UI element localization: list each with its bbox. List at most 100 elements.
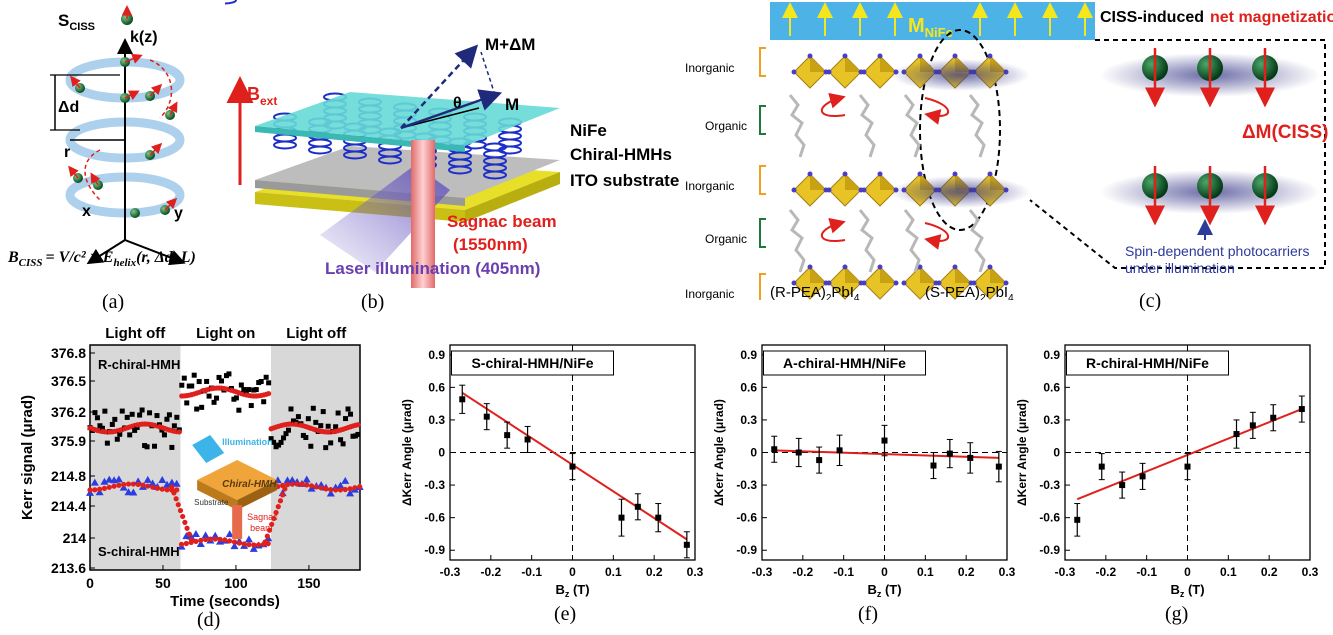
y-tick-label: -0.3: [736, 478, 757, 492]
title-box: [763, 350, 926, 376]
x-tick-label: -0.1: [833, 565, 854, 579]
s-smooth-point: [198, 537, 204, 543]
s-smooth-point: [313, 484, 319, 490]
data-point: [655, 514, 662, 521]
x-tick-label: 0.3: [687, 565, 704, 579]
x-tick-label: -0.1: [1136, 565, 1157, 579]
r-data-point: [137, 412, 143, 418]
s-smooth-point: [111, 483, 117, 489]
r-data-point: [295, 414, 301, 420]
s-smooth-point: [246, 542, 252, 548]
s-transition-point: [271, 515, 277, 522]
s-data-point: [211, 531, 220, 539]
octahedron: [791, 53, 829, 89]
s-transition-point: [264, 533, 270, 539]
data-point: [795, 449, 802, 456]
x-axis-label: Bz (T): [1170, 582, 1204, 599]
y-tick-label: -0.3: [424, 478, 445, 492]
s-smooth-point: [125, 481, 132, 487]
spin-note-2: under illumination: [1125, 260, 1235, 276]
octahedron: [971, 264, 1009, 300]
r-data-point: [233, 395, 239, 401]
s-data-point: [230, 542, 239, 550]
bext-label: Bext: [247, 84, 277, 108]
s-smooth-point: [116, 482, 122, 488]
r-data-point: [206, 393, 212, 399]
spin-arrows-c: [1145, 48, 1275, 226]
layer-labels: Inorganic Organic Inorganic Organic Inor…: [685, 61, 747, 300]
y-tick-label: 375.9: [51, 433, 86, 449]
ciss-induced-label: CISS-induced: [1100, 9, 1204, 26]
r-smooth-point: [355, 422, 361, 428]
organic-chain: [788, 94, 806, 158]
inset-substrate-label: Substrate: [194, 498, 229, 507]
y-tick-label: -0.9: [424, 543, 445, 557]
s-smooth-point: [212, 536, 218, 542]
s-smooth-point: [130, 481, 136, 487]
r-data-point: [191, 372, 197, 378]
r-data-point: [164, 416, 170, 422]
r-data-point: [124, 414, 130, 420]
s-transition-point: [262, 539, 268, 545]
r-smooth-point: [176, 429, 182, 435]
header-light-on: Light on: [196, 325, 255, 342]
s-data-point: [167, 478, 176, 486]
x-tick-label: 0: [1184, 565, 1191, 579]
y-tick-label: 0: [750, 446, 757, 460]
s-smooth-point: [159, 486, 165, 492]
octahedron: [826, 53, 864, 89]
x-tick-label: 0: [881, 565, 888, 579]
data-point: [459, 396, 466, 403]
organic-chain: [968, 209, 986, 273]
x-tick-label: -0.3: [752, 565, 773, 579]
s-smooth-point: [236, 540, 242, 546]
r-data-point: [139, 407, 145, 413]
m-arrow: [400, 89, 503, 130]
data-point: [1233, 431, 1240, 438]
net-mag-label: net magnetization: [1210, 9, 1333, 26]
spin-note-1: Spin-dependent photocarriers: [1125, 243, 1309, 259]
r-data-point: [236, 407, 242, 413]
r-data-point: [117, 431, 123, 437]
r-data-point: [171, 423, 177, 429]
x-tick-label: 0.2: [958, 565, 975, 579]
y-tick-label: 214.8: [51, 468, 86, 484]
inset-sagnac-1: Sagnac: [247, 512, 278, 522]
y-tick-label: -0.6: [1039, 511, 1060, 525]
fit-line: [774, 449, 999, 459]
data-point: [634, 503, 641, 510]
layer-bracket: [759, 218, 766, 248]
delta-m-label: ΔM(CISS): [1242, 122, 1328, 143]
header-light-off-2: Light off: [286, 325, 347, 342]
r-data-point: [258, 378, 264, 384]
s-smooth-point: [323, 486, 329, 492]
callout-border: [1029, 39, 1326, 269]
data-point: [1249, 422, 1256, 429]
s-smooth-point: [121, 481, 127, 488]
s-smooth-point: [140, 482, 146, 488]
title-box: [451, 350, 614, 376]
chart-title: S-chiral-HMH/NiFe: [471, 355, 593, 371]
callout-ellipse: [919, 29, 1001, 231]
panel-label-c: (c): [1139, 290, 1162, 312]
y-axis-label: ΔKerr Angle (μrad): [400, 399, 414, 506]
r-data-point: [283, 431, 289, 437]
x-tick-label: -0.3: [440, 565, 461, 579]
data-point: [1270, 414, 1277, 421]
y-tick-label: 376.5: [51, 373, 86, 389]
x-axis: [86, 239, 126, 265]
r-data-point: [194, 406, 200, 412]
panel-label-f: (f): [858, 603, 878, 625]
r-data-point: [99, 425, 105, 431]
x-axis-label: Time (seconds): [170, 593, 280, 610]
s-smooth-point: [135, 481, 141, 488]
r-data-point: [266, 380, 272, 386]
y-tick-label: 0: [1053, 446, 1060, 460]
r-data-point: [199, 404, 205, 410]
svg-text:Inorganic: Inorganic: [685, 61, 734, 75]
s-data-point: [187, 532, 196, 540]
light-off-region-1: [90, 345, 181, 570]
s-smooth-point: [347, 486, 353, 492]
r-data-point: [323, 445, 329, 451]
s-data-point: [134, 477, 143, 485]
